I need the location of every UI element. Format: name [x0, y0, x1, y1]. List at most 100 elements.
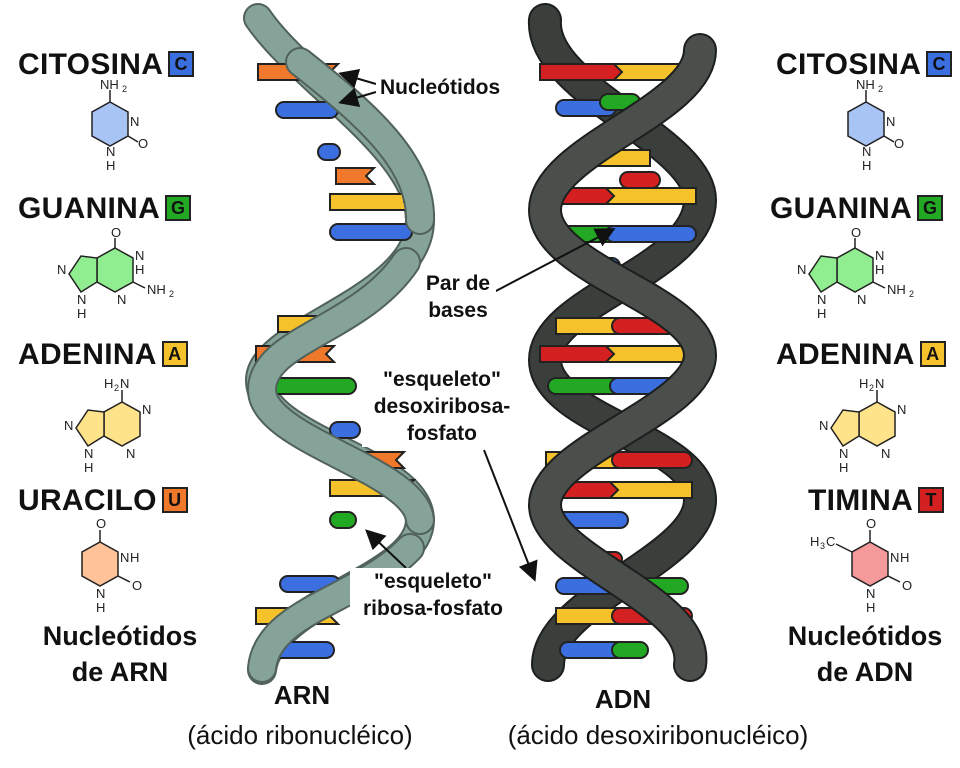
- rna-base-cytosine: [329, 223, 413, 241]
- svg-text:NH: NH: [887, 282, 906, 297]
- svg-text:3: 3: [820, 541, 825, 551]
- svg-text:O: O: [851, 225, 861, 240]
- dna-subtitle: (ácido desoxiribonucléico): [507, 720, 809, 750]
- rna-base-guanine: [329, 511, 357, 529]
- rna-nucleotides-caption: Nucleótidos de ARN: [42, 621, 198, 687]
- svg-text:N: N: [96, 586, 105, 601]
- svg-text:H: H: [839, 460, 848, 475]
- svg-text:NH: NH: [100, 77, 119, 92]
- svg-text:2: 2: [909, 289, 914, 299]
- svg-text:N: N: [819, 418, 828, 433]
- svg-text:N: N: [64, 418, 73, 433]
- svg-text:N: N: [839, 446, 848, 461]
- thymine-badge: T: [918, 487, 945, 513]
- svg-text:N: N: [797, 262, 806, 277]
- svg-text:C: C: [826, 534, 835, 549]
- svg-text:N: N: [126, 446, 135, 461]
- svg-text:2: 2: [122, 84, 127, 94]
- svg-text:H: H: [104, 376, 113, 391]
- svg-text:H: H: [900, 550, 909, 565]
- svg-text:O: O: [132, 578, 142, 593]
- svg-text:N: N: [866, 586, 875, 601]
- svg-text:O: O: [866, 516, 876, 531]
- svg-text:2: 2: [869, 383, 874, 393]
- svg-text:H: H: [817, 306, 826, 321]
- svg-text:H: H: [106, 158, 115, 173]
- rna-base-cytosine: [317, 143, 341, 161]
- svg-text:N: N: [890, 550, 899, 565]
- rna-base-guanine: [269, 377, 357, 395]
- rna-subtitle: (ácido ribonucléico): [187, 720, 413, 750]
- svg-text:H: H: [135, 262, 144, 277]
- svg-text:N: N: [897, 402, 906, 417]
- svg-text:N: N: [875, 248, 884, 263]
- svg-text:O: O: [138, 136, 148, 151]
- svg-text:N: N: [881, 446, 890, 461]
- svg-text:H: H: [862, 158, 871, 173]
- nucleotides-annotation: Nucleótidos: [376, 74, 505, 101]
- rna-title: ARN: [273, 680, 331, 710]
- svg-text:N: N: [862, 144, 871, 159]
- svg-text:N: N: [120, 376, 129, 391]
- svg-text:H: H: [859, 376, 868, 391]
- dna-nucleotides-caption: Nucleótidos de ADN: [787, 621, 943, 687]
- rna-base-uracil: [335, 167, 377, 185]
- svg-text:N: N: [130, 114, 139, 129]
- svg-text:O: O: [894, 136, 904, 151]
- dna-title: ADN: [594, 684, 652, 714]
- svg-text:2: 2: [114, 383, 119, 393]
- svg-text:N: N: [84, 446, 93, 461]
- svg-text:2: 2: [169, 289, 174, 299]
- svg-text:N: N: [120, 550, 129, 565]
- svg-text:2: 2: [878, 84, 883, 94]
- dna-backbone-annotation: "esqueleto" desoxiribosa- fosfato: [362, 366, 522, 447]
- svg-text:N: N: [817, 292, 826, 307]
- svg-text:N: N: [886, 114, 895, 129]
- guanine-badge: G: [917, 195, 944, 221]
- guanine-badge: G: [165, 195, 192, 221]
- uracil-badge: U: [161, 487, 188, 513]
- svg-text:N: N: [875, 376, 884, 391]
- rna-backbone-annotation: "esqueleto" ribosa-fosfato: [350, 568, 516, 622]
- base-pair-annotation: Par de bases: [420, 270, 496, 324]
- svg-text:H: H: [810, 534, 819, 549]
- svg-text:N: N: [57, 262, 66, 277]
- svg-text:NH: NH: [147, 282, 166, 297]
- adenine-badge: A: [161, 341, 188, 367]
- svg-text:N: N: [857, 292, 866, 307]
- svg-text:O: O: [902, 578, 912, 593]
- svg-text:H: H: [866, 600, 875, 615]
- svg-text:N: N: [117, 292, 126, 307]
- cytosine-badge: C: [168, 51, 195, 77]
- rna-base-adenine: [329, 193, 415, 211]
- cytosine-badge: C: [926, 51, 953, 77]
- svg-text:H: H: [875, 262, 884, 277]
- svg-text:O: O: [111, 225, 121, 240]
- svg-text:N: N: [106, 144, 115, 159]
- svg-text:N: N: [142, 402, 151, 417]
- svg-text:H: H: [130, 550, 139, 565]
- svg-text:N: N: [135, 248, 144, 263]
- svg-text:NH: NH: [856, 77, 875, 92]
- svg-text:H: H: [96, 600, 105, 615]
- svg-text:O: O: [96, 516, 106, 531]
- svg-text:N: N: [77, 292, 86, 307]
- adenine-badge: A: [919, 341, 946, 367]
